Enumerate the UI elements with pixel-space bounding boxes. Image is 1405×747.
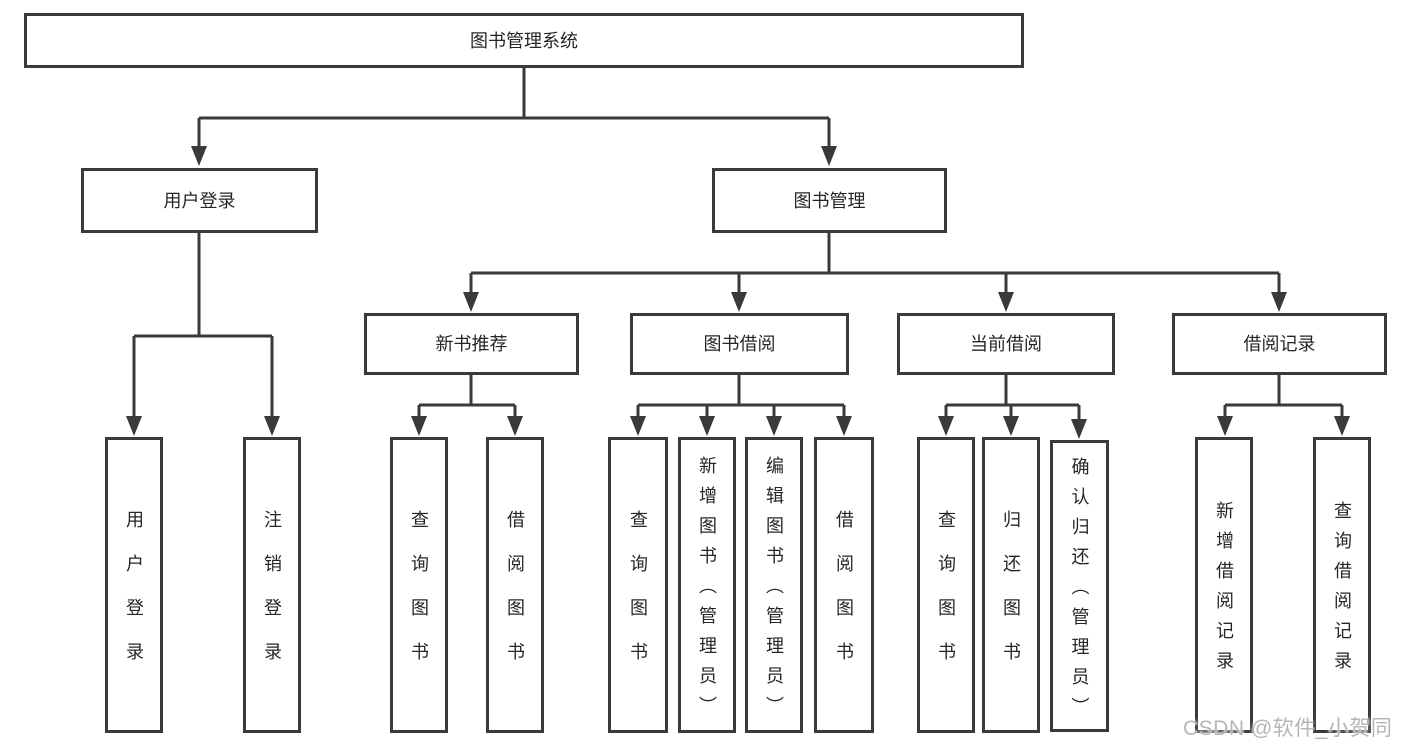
leaf-edit-book-admin-label: 编辑图书（管理员） (764, 456, 784, 726)
leaf-user-login: 用户登录 (105, 437, 163, 733)
leaf-query-books-borrow: 查询图书 (608, 437, 668, 733)
edge-user-login-children (126, 233, 280, 436)
node-user-login-label: 用户登录 (163, 190, 236, 211)
leaf-query-borrow-record-label: 查询借阅记录 (1332, 501, 1352, 681)
edge-new-book-recommend-children (411, 375, 523, 436)
node-book-management-label: 图书管理 (793, 190, 866, 211)
leaf-confirm-return-admin: 确认归还（管理员） (1050, 440, 1109, 732)
node-user-login: 用户登录 (81, 168, 318, 233)
leaf-add-book-admin-label: 新增图书（管理员） (697, 456, 717, 726)
node-new-book-recommend: 新书推荐 (364, 313, 579, 375)
node-borrow-records: 借阅记录 (1172, 313, 1387, 375)
node-book-borrow: 图书借阅 (630, 313, 849, 375)
edge-book-management-children (463, 233, 1287, 312)
node-root-system: 图书管理系统 (24, 13, 1024, 68)
leaf-user-login-label: 用户登录 (124, 510, 144, 686)
leaf-borrow-books: 借阅图书 (814, 437, 874, 733)
node-book-management: 图书管理 (712, 168, 947, 233)
leaf-add-book-admin: 新增图书（管理员） (678, 437, 736, 733)
leaf-return-book: 归还图书 (982, 437, 1040, 733)
edge-book-borrow-children (630, 375, 852, 436)
node-new-book-recommend-label: 新书推荐 (435, 334, 508, 354)
leaf-query-books-borrow-label: 查询图书 (628, 510, 648, 686)
edge-current-borrow-children (938, 375, 1087, 439)
node-borrow-records-label: 借阅记录 (1243, 334, 1316, 354)
node-current-borrow-label: 当前借阅 (970, 334, 1042, 354)
leaf-confirm-return-admin-label: 确认归还（管理员） (1069, 457, 1090, 727)
leaf-borrow-books-recommend: 借阅图书 (486, 437, 544, 733)
leaf-add-borrow-record-label: 新增借阅记录 (1214, 501, 1234, 681)
edge-borrow-records-children (1217, 375, 1350, 436)
leaf-logout-label: 注销登录 (262, 510, 282, 686)
leaf-logout: 注销登录 (243, 437, 301, 733)
leaf-query-books-recommend-label: 查询图书 (409, 510, 429, 686)
watermark: CSDN @软件_小贺同学 (1183, 717, 1393, 740)
node-root-system-label: 图书管理系统 (470, 30, 578, 51)
leaf-edit-book-admin: 编辑图书（管理员） (745, 437, 803, 733)
leaf-borrow-books-recommend-label: 借阅图书 (505, 510, 525, 686)
leaf-borrow-books-label: 借阅图书 (834, 510, 854, 686)
edge-root-to-level2 (191, 68, 837, 166)
leaf-add-borrow-record: 新增借阅记录 (1195, 437, 1253, 733)
leaf-query-books-current-label: 查询图书 (936, 510, 956, 686)
node-current-borrow: 当前借阅 (897, 313, 1115, 375)
leaf-query-books-current: 查询图书 (917, 437, 975, 733)
leaf-query-books-recommend: 查询图书 (390, 437, 448, 733)
leaf-query-borrow-record: 查询借阅记录 (1313, 437, 1371, 733)
leaf-return-book-label: 归还图书 (1001, 510, 1021, 686)
node-book-borrow-label: 图书借阅 (703, 334, 776, 354)
